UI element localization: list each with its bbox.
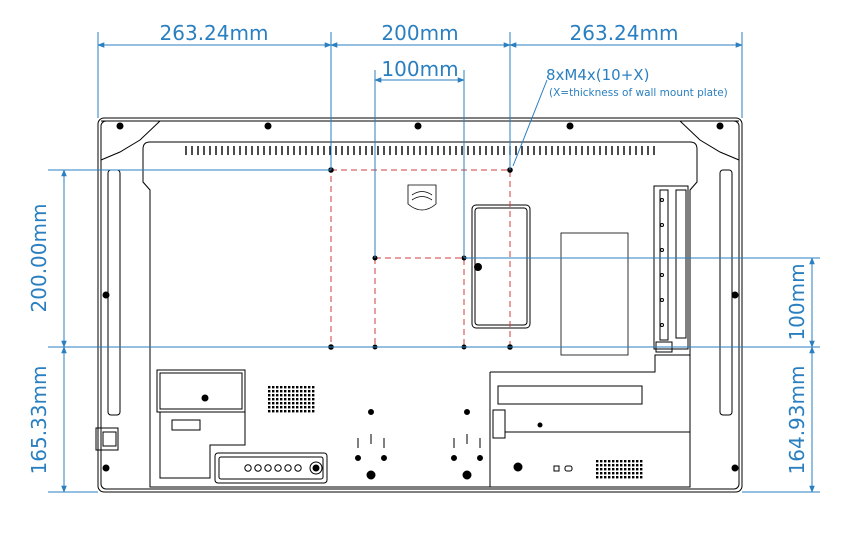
dim-left-height-upper: 200.00mm: [27, 204, 51, 313]
dim-top-center-width: 200mm: [381, 21, 458, 45]
dim-top-right-width: 263.24mm: [570, 21, 679, 45]
dim-left-height-lower: 165.33mm: [27, 366, 51, 475]
lower-left-panel: [156, 369, 246, 479]
dim-top-left-width: 263.24mm: [160, 21, 269, 45]
top-vent-slots: [185, 146, 655, 155]
bracket-panel: [471, 204, 531, 329]
screw-detail-note: (X=thickness of wall mount plate): [549, 87, 728, 99]
brand-logo-icon: [407, 184, 437, 211]
stand-mount-holes: [355, 409, 483, 480]
dim-right-height-upper: 100mm: [785, 263, 809, 340]
side-connector-panel: [653, 185, 689, 353]
control-button-strip: [214, 452, 328, 484]
dim-right-height-lower: 164.93mm: [785, 366, 809, 475]
screw-spec-note: 8xM4x(10+X): [546, 66, 649, 84]
speaker-grilles: [268, 386, 643, 479]
edge-screws: [102, 122, 739, 472]
tv-back-outline: [97, 117, 743, 493]
lower-right-io-panel: [489, 354, 691, 487]
dim-inner-width: 100mm: [381, 57, 458, 81]
side-rails: [107, 169, 733, 416]
dimension-lines: [48, 32, 820, 493]
rating-label: [560, 232, 629, 356]
side-jack: [95, 427, 119, 451]
